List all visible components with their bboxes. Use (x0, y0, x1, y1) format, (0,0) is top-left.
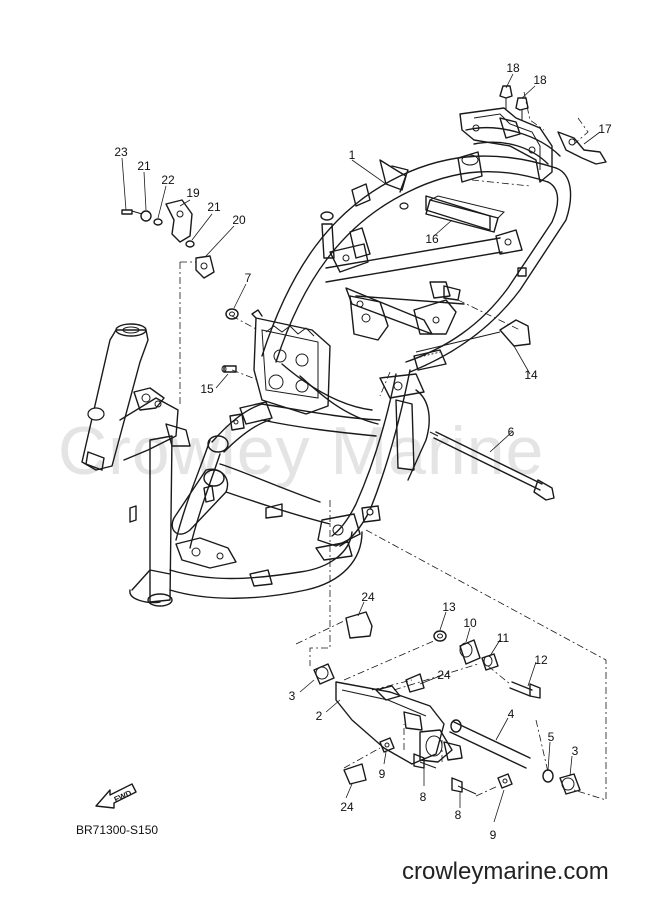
fwd-arrow-icon: FWD (95, 783, 137, 809)
part-18-bolts (499, 85, 529, 120)
callout-8: 8 (419, 790, 427, 804)
callout-24: 24 (340, 800, 354, 814)
callout-24: 24 (437, 668, 451, 682)
mount-fastener-group (121, 199, 215, 279)
callout-22: 22 (161, 173, 175, 187)
reference-code: BR71300-S150 (76, 823, 159, 837)
callout-10: 10 (463, 616, 477, 630)
callout-13: 13 (442, 600, 456, 614)
callout-21: 21 (207, 200, 221, 214)
callout-11: 11 (496, 631, 510, 645)
part-7-washer (225, 308, 239, 320)
callout-4: 4 (507, 707, 515, 721)
main-frame (81, 127, 572, 607)
callout-12: 12 (534, 653, 548, 667)
callout-3: 3 (571, 744, 579, 758)
callout-17: 17 (598, 122, 612, 136)
callout-16: 16 (425, 232, 439, 246)
callout-18: 18 (506, 61, 520, 75)
callout-1: 1 (348, 148, 356, 162)
callout-9: 9 (489, 828, 497, 842)
part-16-bar (425, 195, 491, 231)
callout-2: 2 (315, 709, 323, 723)
callout-8: 8 (454, 808, 462, 822)
part-15-pin (221, 365, 237, 373)
rear-carrier-bracket (459, 107, 553, 183)
fwd-label: FWD (113, 788, 134, 804)
callout-23: 23 (114, 145, 128, 159)
callout-6: 6 (507, 425, 515, 439)
callout-3: 3 (288, 689, 296, 703)
site-watermark: crowleymarine.com (402, 858, 609, 885)
swingarm-group (313, 611, 581, 795)
part-17-bracket (557, 131, 607, 165)
callout-5: 5 (547, 730, 555, 744)
callout-15: 15 (200, 382, 214, 396)
callout-19: 19 (186, 186, 200, 200)
callout-14: 14 (524, 368, 538, 382)
callout-21: 21 (137, 159, 151, 173)
callout-24: 24 (361, 590, 375, 604)
leader-lines (121, 73, 607, 823)
callout-18: 18 (533, 73, 547, 87)
callout-9: 9 (378, 767, 386, 781)
part-14-pad (415, 319, 531, 353)
part-1-bracket (351, 159, 409, 210)
part-6-long-bolt (429, 431, 555, 501)
callout-20: 20 (232, 213, 246, 227)
watermark: Crowley Marine (58, 413, 545, 489)
callout-7: 7 (244, 271, 252, 285)
